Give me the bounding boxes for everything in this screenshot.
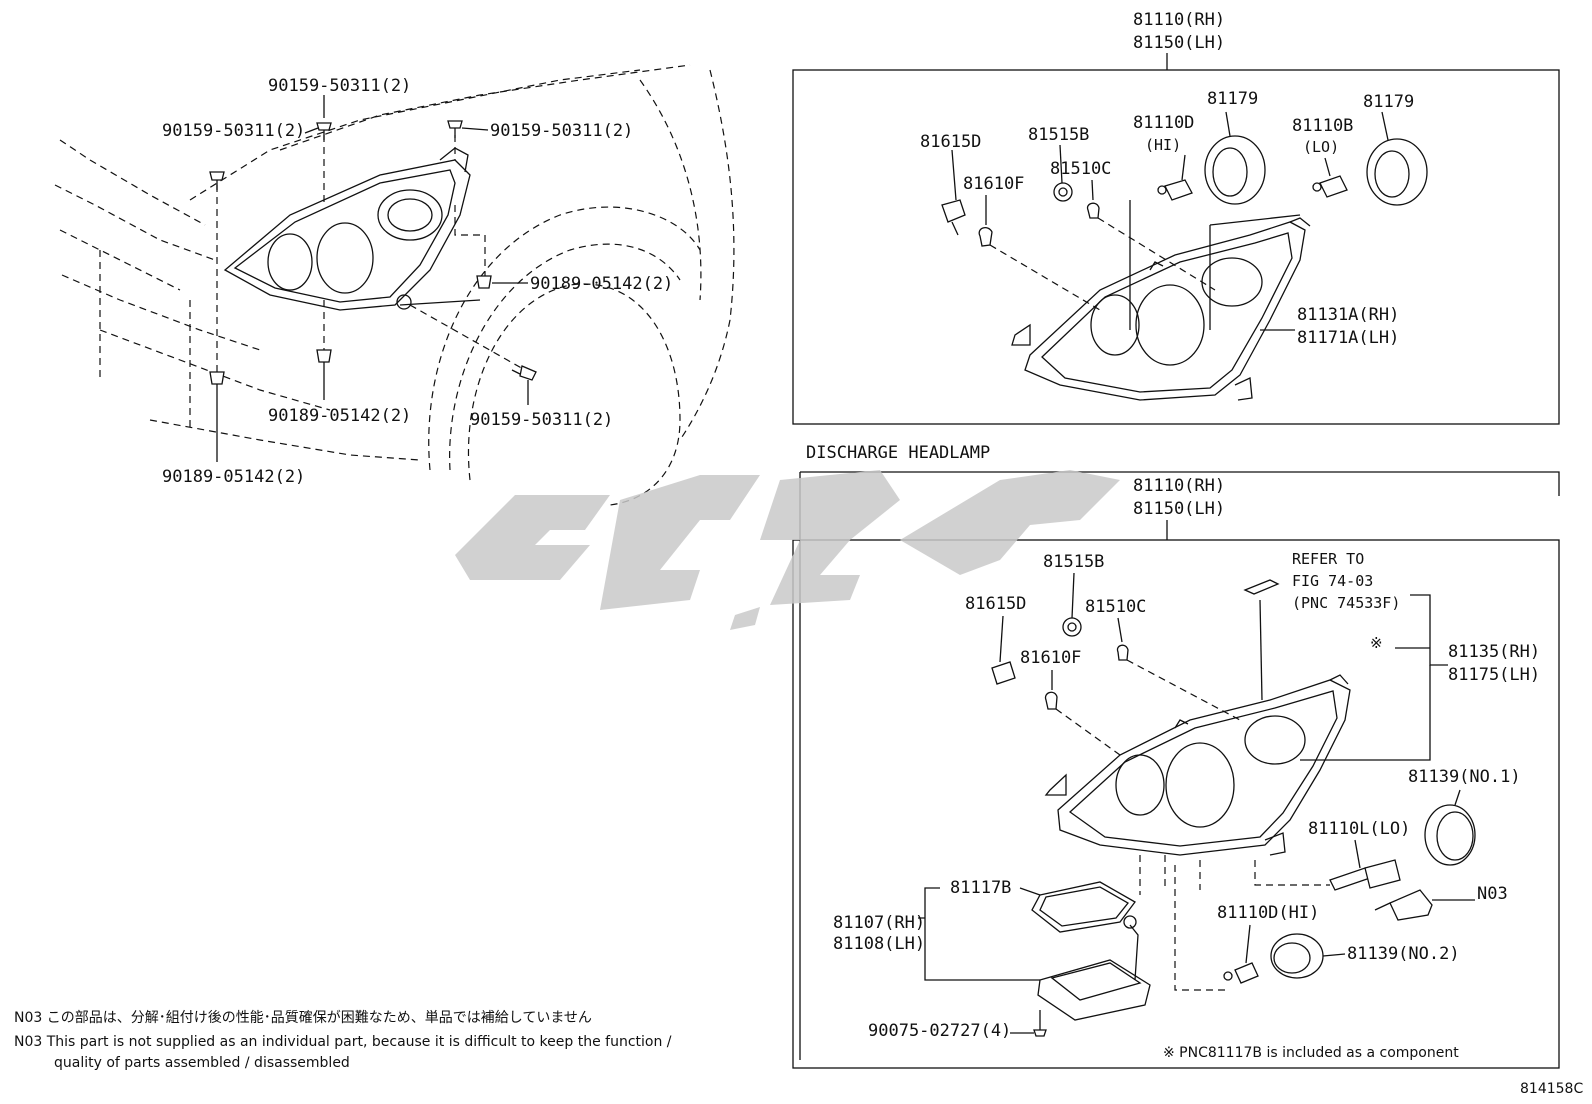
screw-icon xyxy=(316,122,332,140)
part-label: 81510C xyxy=(1050,159,1111,179)
part-label: 81139(NO.2) xyxy=(1347,944,1460,964)
part-label: 81179 xyxy=(1363,92,1414,112)
part-label: 81110D(HI) xyxy=(1217,903,1319,923)
figure-id: 814158C xyxy=(1520,1081,1583,1097)
bulb-icon xyxy=(1312,157,1348,198)
socket-icon xyxy=(941,149,966,236)
screw-icon xyxy=(511,365,537,381)
bulb-icon xyxy=(1223,924,1259,984)
fastener-label: 90159-50311(2) xyxy=(162,121,305,141)
screw-icon xyxy=(447,120,463,138)
nut-icon xyxy=(476,275,492,289)
part-label: 81610F xyxy=(963,174,1024,194)
part-label: 81610F xyxy=(1020,648,1081,668)
nut-icon xyxy=(316,349,332,363)
bulb-icon xyxy=(1086,179,1100,219)
part-label: N03 xyxy=(1477,884,1508,904)
bulb-icon xyxy=(978,195,993,247)
socket-icon xyxy=(1062,572,1082,637)
nut-icon xyxy=(209,371,225,385)
halogen-headlamp-frame xyxy=(792,69,1560,425)
part-label: 81515B xyxy=(1028,125,1089,145)
bulb-icon xyxy=(1157,154,1193,201)
component-note: ※ PNC81117B is included as a component xyxy=(1163,1045,1459,1061)
assembly-number-rh: 81110(RH) xyxy=(1133,476,1225,496)
headlamp-unit-icon xyxy=(1011,217,1311,401)
watermark-logo xyxy=(455,470,1120,630)
part-label: 81117B xyxy=(950,878,1011,898)
socket-icon xyxy=(1053,144,1073,202)
part-label: 81615D xyxy=(965,594,1026,614)
fastener-label: 90189-05142(2) xyxy=(162,467,305,487)
vehicle-front-view xyxy=(54,64,735,506)
assembly-number-rh: 81110(RH) xyxy=(1133,10,1225,30)
hid-bulb-icon xyxy=(1329,839,1401,891)
screw-icon xyxy=(209,171,225,190)
part-label: 81110B xyxy=(1292,116,1353,136)
bulb-cover-icon xyxy=(1204,111,1266,205)
reference-note: FIG 74-03 xyxy=(1292,572,1373,590)
fastener-label: 90189-05142(2) xyxy=(268,406,411,426)
assembly-number-lh: 81150(LH) xyxy=(1133,33,1225,53)
reference-note: REFER TO xyxy=(1292,550,1364,568)
bulb-cover-icon xyxy=(1366,111,1428,206)
fastener-label: 90159-50311(2) xyxy=(470,410,613,430)
bulb-cover-icon xyxy=(1270,933,1346,979)
fastener-label: 90189-05142(2) xyxy=(530,274,673,294)
fastener-label: 90159-50311(2) xyxy=(490,121,633,141)
part-label: 81510C xyxy=(1085,597,1146,617)
bulb-icon xyxy=(1116,617,1129,661)
note-japanese: N03 この部品は、分解･組付け後の性能･品質確保が困難なため、単品では補給して… xyxy=(14,1010,592,1026)
gasket-icon xyxy=(1031,881,1136,933)
part-label: 81175(LH) xyxy=(1448,665,1540,685)
discharge-headlamp-frame xyxy=(792,539,1560,1069)
part-label: 81179 xyxy=(1207,89,1258,109)
socket-icon xyxy=(991,615,1016,685)
note-english: N03 This part is not supplied as an indi… xyxy=(14,1034,672,1050)
part-sublabel: (LO) xyxy=(1303,138,1339,156)
igniter-icon xyxy=(1374,889,1475,921)
bulb-cover-icon xyxy=(1424,789,1476,866)
part-label: 81135(RH) xyxy=(1448,642,1540,662)
screw-icon xyxy=(1033,1010,1047,1037)
part-label: 81171A(LH) xyxy=(1297,328,1399,348)
asterisk-marker: ※ xyxy=(1370,634,1383,652)
section-title: DISCHARGE HEADLAMP xyxy=(806,443,990,463)
part-label: 81110D xyxy=(1133,113,1194,133)
part-label: 90075-02727(4) xyxy=(868,1021,1011,1041)
part-label: 81131A(RH) xyxy=(1297,305,1399,325)
part-label: 81108(LH) xyxy=(833,934,925,954)
bulb-icon xyxy=(1044,670,1058,710)
part-label: 81139(NO.1) xyxy=(1408,767,1521,787)
headlamp-unit-icon xyxy=(1044,674,1351,856)
assembly-number-lh: 81150(LH) xyxy=(1133,499,1225,519)
part-label: 81615D xyxy=(920,132,981,152)
part-label: 81515B xyxy=(1043,552,1104,572)
part-label: 81110L(LO) xyxy=(1308,819,1410,839)
leveling-part-icon xyxy=(1243,579,1280,595)
note-english: quality of parts assembled / disassemble… xyxy=(54,1055,350,1071)
fastener-label: 90159-50311(2) xyxy=(268,76,411,96)
part-sublabel: (HI) xyxy=(1145,136,1181,154)
part-label: 81107(RH) xyxy=(833,913,925,933)
reference-note: (PNC 74533F) xyxy=(1292,594,1400,612)
ballast-computer-icon xyxy=(1037,915,1151,1021)
